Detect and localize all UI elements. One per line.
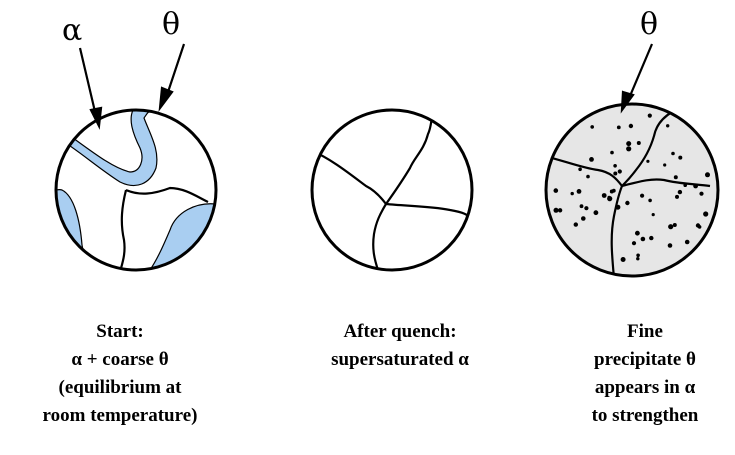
precipitate-particle bbox=[663, 163, 666, 166]
precipitate-particle bbox=[625, 201, 629, 205]
precipitate-particle bbox=[589, 157, 594, 162]
caption-line: supersaturated α bbox=[300, 346, 500, 374]
precipitate-particle bbox=[674, 175, 678, 179]
caption-line: precipitate θ bbox=[560, 346, 730, 374]
precipitate-particle bbox=[577, 189, 582, 194]
precipitate-particle bbox=[586, 175, 590, 179]
caption-line: to strengthen bbox=[560, 402, 730, 430]
precipitate-particle bbox=[668, 224, 673, 229]
precipitate-particle bbox=[698, 225, 702, 229]
precipitate-particle bbox=[703, 211, 708, 216]
precipitate-particle bbox=[648, 114, 652, 118]
precipitate-particle bbox=[652, 213, 655, 216]
caption-line: After quench: bbox=[300, 318, 500, 346]
precipitate-particle bbox=[636, 254, 640, 258]
precipitate-particle bbox=[584, 206, 588, 210]
caption-start: Start: α + coarse θ (equilibrium at room… bbox=[0, 318, 240, 430]
precipitate-particle bbox=[610, 151, 614, 155]
precipitate-particle bbox=[675, 195, 679, 199]
alpha-label: α bbox=[62, 13, 82, 48]
precipitate-particle bbox=[554, 188, 559, 193]
precipitate-particle bbox=[581, 216, 586, 221]
panel-start-microstructure: α θ bbox=[40, 7, 230, 272]
precipitate-particle bbox=[668, 243, 673, 248]
precipitate-particle bbox=[594, 210, 599, 215]
caption-line: room temperature) bbox=[0, 402, 240, 430]
precipitate-particle bbox=[574, 222, 578, 226]
precipitate-particle bbox=[685, 240, 690, 245]
precipitate-particle bbox=[607, 196, 612, 201]
precipitate-particle bbox=[613, 164, 617, 168]
precipitate-particle bbox=[610, 190, 614, 194]
precipitate-particle bbox=[590, 125, 594, 129]
precipitate-particle bbox=[617, 126, 621, 130]
precipitate-particle bbox=[641, 237, 646, 242]
coarse-theta-phase bbox=[40, 88, 230, 270]
precipitate-particle bbox=[699, 192, 703, 196]
grain-circle bbox=[312, 110, 472, 270]
precipitate-particle bbox=[580, 204, 584, 208]
caption-line: appears in α bbox=[560, 374, 730, 402]
precipitate-particle bbox=[613, 172, 617, 176]
theta-label: θ bbox=[162, 7, 180, 42]
precipitate-particle bbox=[649, 236, 653, 240]
precipitate-particle bbox=[648, 199, 652, 203]
precipitate-particle bbox=[578, 168, 582, 172]
precipitate-particle bbox=[558, 208, 562, 212]
precipitate-particle bbox=[626, 146, 631, 151]
precipitate-particle bbox=[554, 208, 559, 213]
precipitate-particle bbox=[621, 257, 626, 262]
caption-line: α + coarse θ bbox=[0, 346, 240, 374]
caption-line: (equilibrium at bbox=[0, 374, 240, 402]
precipitate-particle bbox=[636, 257, 639, 260]
caption-line: Fine bbox=[560, 318, 730, 346]
caption-after-quench: After quench: supersaturated α bbox=[300, 318, 500, 374]
precipitate-particle bbox=[640, 194, 644, 198]
precipitate-particle bbox=[626, 141, 631, 146]
panel-fine-precipitate-microstructure: θ bbox=[544, 7, 718, 278]
caption-fine-precipitate: Fine precipitate θ appears in α to stren… bbox=[560, 318, 730, 430]
precipitate-particle bbox=[678, 156, 682, 160]
precipitate-particle bbox=[671, 152, 675, 156]
precipitate-particle bbox=[678, 190, 682, 194]
precipitate-particle bbox=[571, 192, 574, 195]
precipitate-particle bbox=[602, 193, 607, 198]
precipitate-particle bbox=[632, 241, 636, 245]
caption-line: Start: bbox=[0, 318, 240, 346]
precipitate-particle bbox=[673, 223, 677, 227]
precipitate-particle bbox=[666, 124, 669, 127]
precipitate-particle bbox=[705, 172, 710, 177]
precipitate-particle bbox=[618, 169, 622, 173]
precipitate-particle bbox=[635, 231, 640, 236]
panel-after-quench-microstructure bbox=[310, 108, 476, 270]
precipitate-particle bbox=[646, 160, 649, 163]
precipitate-particle bbox=[637, 141, 641, 145]
precipitate-particle bbox=[629, 124, 633, 128]
theta-label: θ bbox=[640, 7, 658, 42]
label-arrow bbox=[622, 44, 652, 110]
